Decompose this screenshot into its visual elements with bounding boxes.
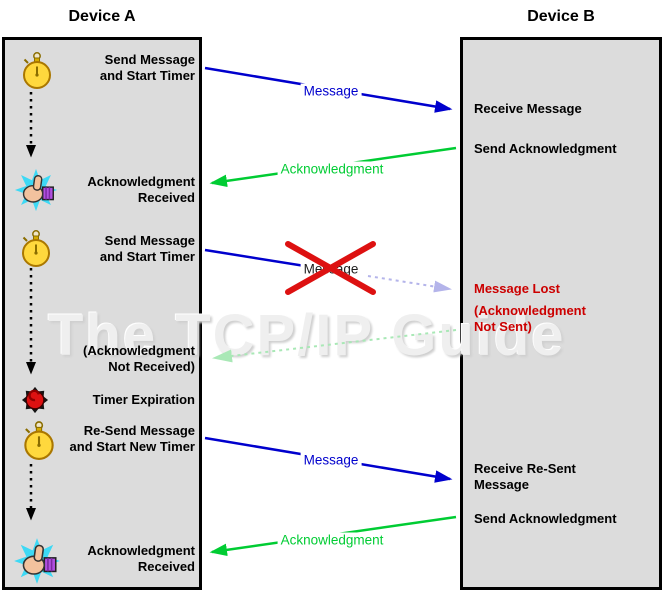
message-arrow-label-1: Message <box>300 83 362 99</box>
device-a-title: Device A <box>68 8 136 25</box>
device-a-box <box>2 37 202 590</box>
event-send-message-start-timer-2: Send Message and Start Timer <box>99 233 195 264</box>
message-arrow-label-2: Message <box>300 452 362 468</box>
event-acknowledgment-not-received: (Acknowledgment Not Received) <box>83 343 195 374</box>
event-send-acknowledgment-1: Send Acknowledgment <box>474 141 617 156</box>
event-receive-message: Receive Message <box>474 101 582 116</box>
device-b-box <box>460 37 662 590</box>
ack-arrow-label-1: Acknowledgment <box>277 161 387 177</box>
lost-message-dotted-segment <box>367 275 452 293</box>
event-receive-resent-message: Receive Re-Sent Message <box>474 461 576 492</box>
stopwatch-icon <box>22 230 50 267</box>
stopwatch-icon <box>24 421 54 460</box>
event-message-lost: Message Lost <box>474 281 560 296</box>
event-acknowledgment-not-sent: (Acknowledgment Not Sent) <box>474 303 586 334</box>
thumbs-up-icon <box>14 538 60 584</box>
event-timer-expiration: Timer Expiration <box>92 392 195 407</box>
device-b-title: Device B <box>527 8 595 25</box>
event-acknowledgment-received-2: Acknowledgment Received <box>87 543 195 574</box>
event-acknowledgment-received-1: Acknowledgment Received <box>87 174 195 205</box>
lost-message-arrow-label: Message <box>300 261 362 277</box>
event-send-message-start-timer-1: Send Message and Start Timer <box>99 52 195 83</box>
stopwatch-icon <box>23 52 51 89</box>
ack-arrow-label-2: Acknowledgment <box>277 532 387 548</box>
event-resend-message-new-timer: Re-Send Message and Start New Timer <box>69 423 195 454</box>
timer-expired-icon <box>21 386 49 414</box>
event-send-acknowledgment-2: Send Acknowledgment <box>474 511 617 526</box>
thumbs-up-icon <box>14 168 58 212</box>
